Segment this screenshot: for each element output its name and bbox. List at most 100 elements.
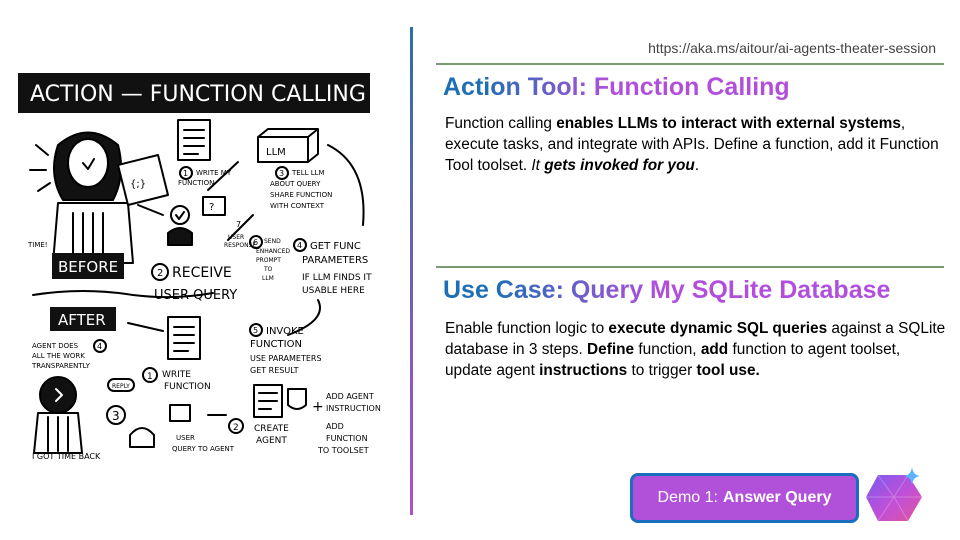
llm-label: LLM <box>266 147 286 158</box>
svg-text:WRITE: WRITE <box>162 370 191 380</box>
svg-text:?: ? <box>209 202 214 213</box>
gem-sparkle-icon <box>866 467 922 522</box>
reply-bubble-icon: REPLY <box>107 378 135 392</box>
time-note: TIME! <box>27 241 48 249</box>
note-user-response-2: RESPONSE <box>224 242 256 249</box>
text-segment: to trigger <box>627 362 697 379</box>
arrow-connectors <box>137 161 254 241</box>
text-segment: , execute tasks, and integrate with APIs… <box>445 115 939 174</box>
step-badge-after-1 <box>142 367 158 383</box>
note-tell-llm-4: WITH CONTEXT <box>270 202 325 210</box>
note-parameters: PARAMETERS <box>302 255 368 266</box>
section-title-use-case: Use Case: Query My SQLite Database <box>443 276 891 304</box>
document-icon <box>177 119 211 161</box>
svg-text:PROMPT: PROMPT <box>256 257 281 264</box>
svg-text:TO: TO <box>263 266 273 273</box>
svg-text:USE PARAMETERS: USE PARAMETERS <box>250 354 322 363</box>
demo-answer-query-button[interactable]: Demo 1: Answer Query <box>630 473 859 523</box>
svg-text:ALL THE WORK: ALL THE WORK <box>32 352 85 360</box>
svg-text:INVOKE: INVOKE <box>266 326 304 337</box>
svg-text:USER: USER <box>176 434 195 442</box>
after-label: AFTER <box>58 311 106 329</box>
person-after-icon <box>33 376 83 454</box>
before-label-box <box>52 253 124 279</box>
before-label: BEFORE <box>58 258 118 276</box>
text-segment: instructions <box>539 362 628 379</box>
svg-text:ADD AGENT: ADD AGENT <box>326 392 374 401</box>
flow-arrows <box>287 144 365 336</box>
text-segment: tool use. <box>696 362 760 379</box>
svg-text:FUNCTION: FUNCTION <box>250 339 302 350</box>
note-tell-llm-1: TELL LLM <box>291 169 325 177</box>
svg-text:ADD: ADD <box>326 422 344 431</box>
text-segment: Function calling <box>445 115 557 132</box>
svg-text:ENHANCED: ENHANCED <box>256 248 290 255</box>
svg-text:1: 1 <box>147 372 153 382</box>
svg-text:TRANSPARENTLY: TRANSPARENTLY <box>31 362 91 370</box>
svg-text:USABLE HERE: USABLE HERE <box>302 286 365 296</box>
text-segment: execute dynamic SQL queries <box>608 320 828 337</box>
svg-text:2: 2 <box>157 268 163 279</box>
agent-doc-icon <box>253 384 307 418</box>
text-segment: function to agent toolset, update agent <box>445 341 901 379</box>
svg-text:INSTRUCTION: INSTRUCTION <box>326 404 381 413</box>
svg-text:QUERY TO AGENT: QUERY TO AGENT <box>172 445 235 453</box>
step-badge-1 <box>179 166 193 180</box>
svg-text:AGENT DOES: AGENT DOES <box>32 342 79 350</box>
svg-text:IF LLM FINDS IT: IF LLM FINDS IT <box>302 273 372 283</box>
svg-text:4: 4 <box>97 342 102 351</box>
note-got-time: I GOT TIME BACK <box>32 452 101 461</box>
svg-text:6: 6 <box>253 238 258 247</box>
section-body-function-calling: Function calling enables LLMs to interac… <box>445 113 950 176</box>
step-7: 7 <box>236 220 241 229</box>
section-divider <box>32 290 214 299</box>
note-write-my-function-2: FUNCTION <box>178 179 214 187</box>
demo-prefix: Demo 1: <box>657 489 718 506</box>
svg-text:1: 1 <box>183 169 188 178</box>
chat-bubbles-icon: ? <box>167 196 226 246</box>
svg-text:2: 2 <box>233 423 239 433</box>
text-segment: against a SQLite database in 3 steps. <box>445 320 946 358</box>
text-segment: Enable function logic to <box>445 320 609 337</box>
laptop-code: {;} <box>130 179 146 190</box>
svg-text:FUNCTION: FUNCTION <box>326 434 368 443</box>
svg-text:AGENT: AGENT <box>256 436 287 446</box>
svg-text:3: 3 <box>279 169 284 178</box>
banner-box <box>18 73 370 113</box>
step-badge-2 <box>151 263 169 281</box>
step-badge-after-2 <box>228 418 244 434</box>
section-rule-1 <box>436 63 944 65</box>
note-tell-llm-3: SHARE FUNCTION <box>270 191 332 199</box>
after-label-box <box>50 307 116 331</box>
demo-label: Answer Query <box>722 489 832 506</box>
step-badge-after-4 <box>93 339 107 353</box>
note-receive: RECEIVE <box>172 265 232 281</box>
laptop-icon: {;} <box>117 154 169 206</box>
svg-text:3: 3 <box>112 409 120 423</box>
text-segment: gets invoked for you <box>544 157 695 174</box>
note-user-response-1: USER <box>228 234 244 241</box>
svg-text:GET RESULT: GET RESULT <box>250 366 299 375</box>
step-badge-5 <box>249 323 263 337</box>
document-after-icon <box>167 316 201 360</box>
step-badge-4 <box>293 238 307 252</box>
text-segment: function, <box>634 341 701 358</box>
text-segment: enables LLMs to interact with external s… <box>556 115 901 132</box>
step-badge-6 <box>249 235 263 249</box>
section-title-function-calling: Action Tool: Function Calling <box>443 73 790 101</box>
text-segment: . <box>694 157 700 174</box>
section-body-use-case: Enable function logic to execute dynamic… <box>445 318 950 381</box>
svg-text:CREATE: CREATE <box>254 424 289 434</box>
svg-text:FUNCTION: FUNCTION <box>164 382 211 392</box>
note-write-my-function-1: WRITE MY <box>196 169 232 177</box>
svg-text:REPLY: REPLY <box>112 383 130 390</box>
session-url[interactable]: https://aka.ms/aitour/ai-agents-theater-… <box>648 40 936 56</box>
step-badge-after-3 <box>106 405 126 425</box>
svg-text:TO TOOLSET: TO TOOLSET <box>317 446 369 455</box>
user-after-icon <box>129 404 191 448</box>
note-get-func: GET FUNC <box>310 241 361 252</box>
text-segment: It <box>531 157 545 174</box>
section-rule-2 <box>436 266 944 268</box>
svg-text:SEND: SEND <box>264 238 281 245</box>
note-tell-llm-2: ABOUT QUERY <box>270 180 321 188</box>
